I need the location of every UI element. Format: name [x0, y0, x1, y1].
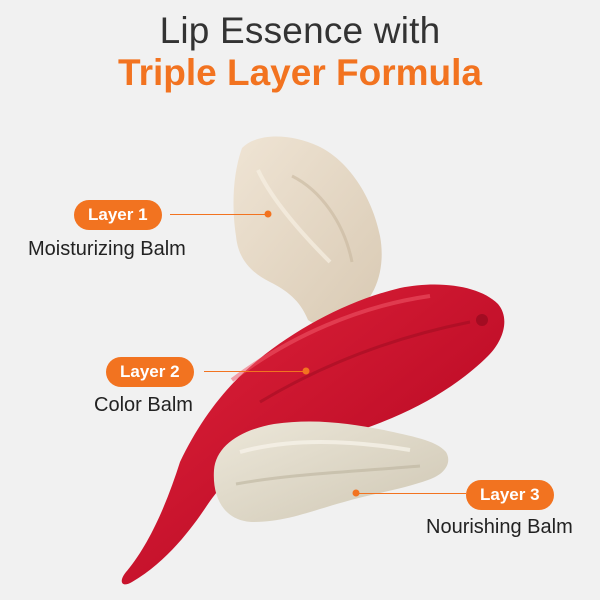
- title-line-1: Lip Essence with: [159, 10, 441, 51]
- layer-2-marker: [302, 367, 310, 375]
- layer-3-badge: Layer 3: [466, 480, 554, 510]
- layer-3-marker: [352, 489, 360, 497]
- layer-3-description: Nourishing Balm: [426, 516, 573, 538]
- ivory-balm-swatch: [213, 421, 449, 522]
- layer-2-connector: [204, 371, 306, 372]
- layer-2-badge: Layer 2: [106, 357, 194, 387]
- layer-3-connector: [356, 493, 466, 494]
- cream-balm-swatch: [233, 136, 382, 325]
- layer-1-marker: [264, 210, 272, 218]
- layer-1-description: Moisturizing Balm: [28, 238, 186, 260]
- title-line-2: Triple Layer Formula: [118, 52, 482, 93]
- layer-1-badge: Layer 1: [74, 200, 162, 230]
- layer-2-description: Color Balm: [94, 394, 193, 416]
- layer-1-connector: [170, 214, 268, 215]
